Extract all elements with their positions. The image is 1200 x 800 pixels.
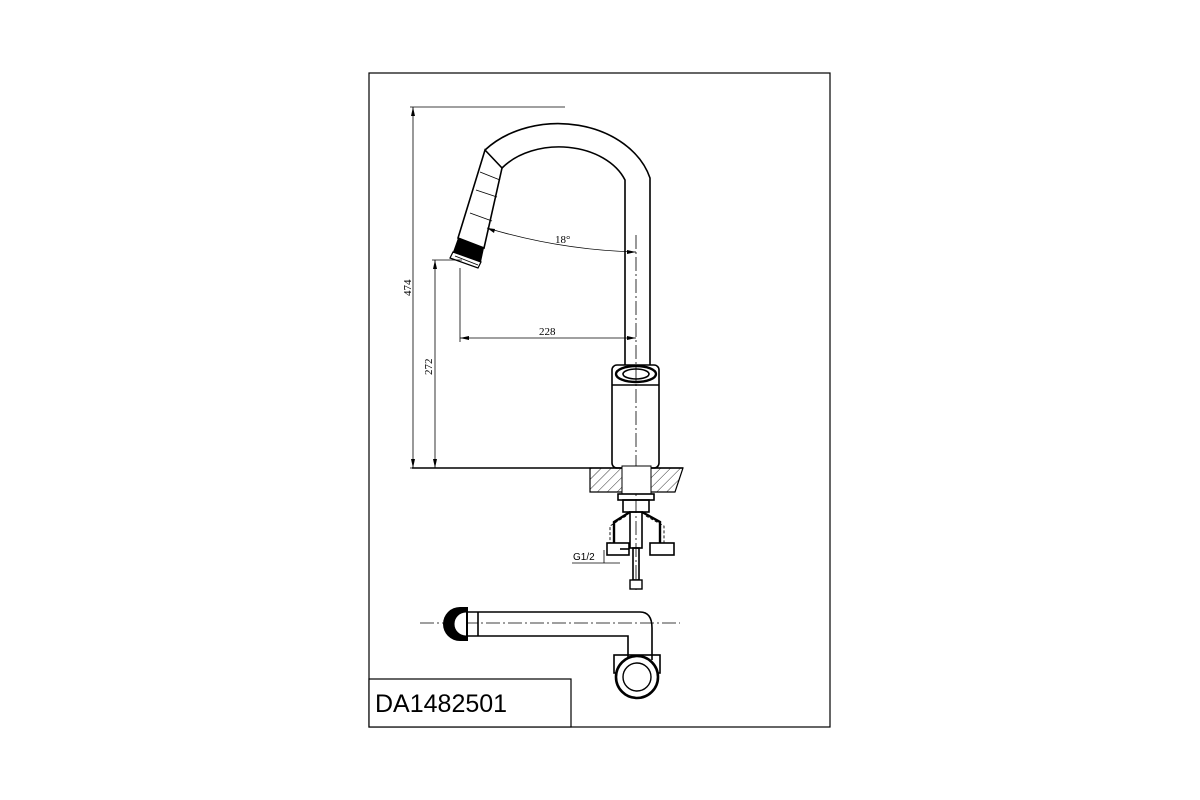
mounting-hardware [606,493,675,590]
thread-callout: G1/2 [572,550,620,564]
drawing-frame [368,72,831,728]
faucet-column [611,364,660,469]
height-dimension: 474 [402,106,565,469]
model-code: DA1482501 [375,690,507,718]
countertop-section [412,465,684,495]
reach-dimension: 228 [459,268,636,342]
faucet-top-view [420,607,680,700]
angle-label: 18° [555,234,570,246]
spout-height-label: 272 [423,359,435,376]
gooseneck-inner [501,146,626,365]
thread-label: G1/2 [573,552,595,563]
gooseneck-outer [484,122,651,365]
faucet-side-view: G1/2 474 272 228 [402,106,684,590]
title-block: DA1482501 [368,678,572,728]
angle-dimension: 18° [486,227,637,254]
spout-height-dimension: 272 [423,259,462,468]
total-height-label: 474 [402,279,414,296]
reach-label: 228 [539,326,556,338]
spray-head [449,148,503,269]
